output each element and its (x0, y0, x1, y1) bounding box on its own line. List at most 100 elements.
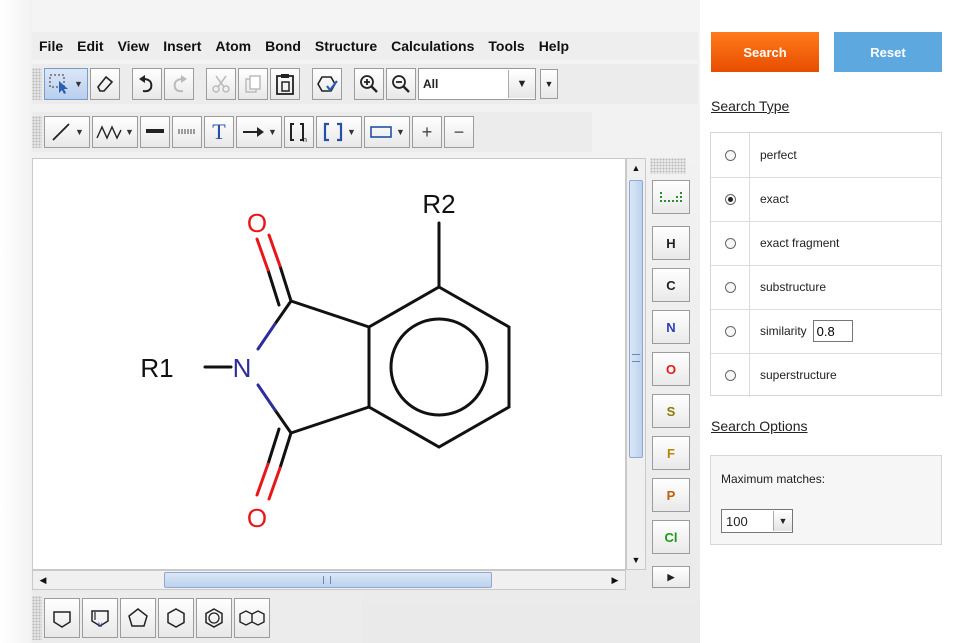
atom-p-button[interactable]: P (652, 478, 690, 512)
atom-c-button[interactable]: C (652, 268, 690, 302)
bracket-button[interactable]: ▼ (316, 116, 362, 148)
chevron-down-icon[interactable]: ▼ (508, 70, 535, 98)
template-pyrrole-button[interactable]: N (82, 598, 118, 638)
copy-icon (245, 75, 261, 93)
minus-icon: − (453, 121, 465, 142)
menu-tools[interactable]: Tools (488, 38, 525, 54)
search-type-superstructure[interactable]: superstructure (711, 353, 941, 397)
search-type-exact-fragment[interactable]: exact fragment (711, 221, 941, 266)
svg-text:N: N (98, 623, 102, 629)
atom-o-button[interactable]: O (652, 352, 690, 386)
template-toolbar: N (32, 593, 362, 643)
template-hexagon-button[interactable] (158, 598, 194, 638)
zoom-out-button[interactable] (386, 68, 416, 100)
scroll-right-icon[interactable]: ▶ (611, 574, 619, 585)
scroll-down-icon[interactable]: ▼ (631, 555, 641, 565)
search-type-label: superstructure (760, 368, 837, 382)
search-type-heading[interactable]: Search Type (711, 98, 790, 114)
search-type-substructure[interactable]: substructure (711, 265, 941, 310)
template-benzene-button[interactable] (196, 598, 232, 638)
menu-edit[interactable]: Edit (77, 38, 104, 54)
search-options-heading[interactable]: Search Options (711, 418, 808, 434)
arrow-button[interactable]: ▼ (236, 116, 282, 148)
chevron-down-icon[interactable]: ▼ (773, 511, 792, 531)
text-button[interactable]: T (204, 116, 234, 148)
structure-editor: File Edit View Insert Atom Bond Structur… (0, 0, 700, 643)
template-naphthalene-button[interactable] (234, 598, 270, 638)
search-type-similarity[interactable]: similarity (711, 309, 941, 354)
drawing-canvas[interactable]: O O N R1 R2 (32, 158, 626, 570)
chevron-right-icon: ▶ (667, 571, 675, 582)
eraser-button[interactable] (90, 68, 120, 100)
atom-h-button[interactable]: H (652, 226, 690, 260)
paste-button[interactable] (270, 68, 300, 100)
atom-f-button[interactable]: F (652, 436, 690, 470)
max-matches-label: Maximum matches: (721, 472, 826, 486)
search-button[interactable]: Search (711, 32, 819, 72)
bracket-n-icon: n (290, 123, 307, 143)
zoom-combo[interactable]: All ▼ (418, 68, 536, 100)
scroll-left-icon[interactable]: ◀ (39, 574, 47, 585)
radio-superstructure[interactable] (724, 369, 736, 381)
copy-button[interactable] (238, 68, 268, 100)
menu-atom[interactable]: Atom (215, 38, 252, 54)
atom-s-button[interactable]: S (652, 394, 690, 428)
atom-r2: R2 (422, 189, 455, 219)
radio-perfect[interactable] (724, 149, 736, 161)
chevron-down-icon: ▼ (75, 127, 84, 137)
undo-button[interactable] (132, 68, 162, 100)
menu-calculations[interactable]: Calculations (391, 38, 475, 54)
reset-button[interactable]: Reset (834, 32, 942, 72)
template-cyclopentane-button[interactable] (120, 598, 156, 638)
toolbar-grip[interactable] (32, 68, 42, 100)
radio-exact-fragment[interactable] (724, 237, 736, 249)
menu-help[interactable]: Help (538, 38, 570, 54)
rectangle-button[interactable]: ▼ (364, 116, 410, 148)
menu-structure[interactable]: Structure (314, 38, 378, 54)
menu-view[interactable]: View (117, 38, 150, 54)
toolbar-grip[interactable] (32, 116, 42, 148)
palette-grip[interactable] (650, 158, 686, 174)
atom-cl-button[interactable]: Cl (652, 520, 690, 554)
cut-button[interactable] (206, 68, 236, 100)
search-type-perfect[interactable]: perfect (711, 133, 941, 178)
vertical-scroll-thumb[interactable] (629, 180, 643, 458)
palette-scroll-right[interactable]: ▶ (652, 566, 690, 588)
similarity-threshold-input[interactable] (812, 320, 853, 342)
atom-r1: R1 (140, 353, 173, 383)
radio-exact[interactable] (724, 193, 736, 205)
left-fade (0, 0, 32, 643)
menu-file[interactable]: File (39, 38, 64, 54)
scroll-up-icon[interactable]: ▲ (631, 163, 641, 173)
toolbar-grip[interactable] (32, 596, 42, 640)
periodic-table-button[interactable] (652, 180, 690, 214)
max-matches-select[interactable]: 100 ▼ (721, 509, 793, 533)
bracket-n-button[interactable]: n (284, 116, 314, 148)
horizontal-scroll-thumb[interactable] (164, 572, 492, 588)
radio-substructure[interactable] (724, 281, 736, 293)
menu-bar: File Edit View Insert Atom Bond Structur… (32, 32, 698, 60)
atom-o-bottom: O (247, 503, 267, 533)
template-pentagon-button[interactable] (44, 598, 80, 638)
select-icon (49, 74, 69, 94)
search-type-label: similarity (760, 324, 807, 338)
zoom-in-button[interactable] (354, 68, 384, 100)
single-bond-button[interactable]: ▼ (44, 116, 90, 148)
redo-icon (173, 75, 187, 93)
bold-bond-button[interactable] (140, 116, 170, 148)
radio-similarity[interactable] (724, 325, 736, 337)
menu-bond[interactable]: Bond (265, 38, 301, 54)
menu-insert[interactable]: Insert (163, 38, 202, 54)
select-button[interactable]: ▼ (44, 68, 88, 100)
plus-charge-button[interactable]: + (412, 116, 442, 148)
chain-button[interactable]: ▼ (92, 116, 138, 148)
redo-button[interactable] (164, 68, 194, 100)
minus-charge-button[interactable]: − (444, 116, 474, 148)
search-type-exact[interactable]: exact (711, 177, 941, 222)
pentagon-icon (53, 611, 71, 628)
toolbar-overflow-button[interactable]: ▼ (540, 69, 558, 99)
atom-n-button[interactable]: N (652, 310, 690, 344)
clean-structure-button[interactable] (312, 68, 342, 100)
hashed-bond-button[interactable] (172, 116, 202, 148)
chevron-down-icon: ▼ (268, 127, 277, 137)
